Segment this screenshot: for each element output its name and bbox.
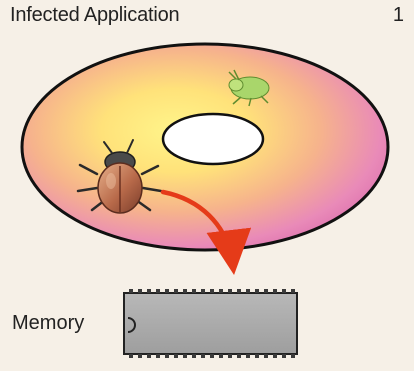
step-number: 1 <box>393 4 404 27</box>
diagram-title: Infected Application <box>10 4 179 27</box>
memory-label: Memory <box>12 312 84 335</box>
memory-chip-icon <box>124 289 297 358</box>
disk-icon <box>22 44 388 250</box>
